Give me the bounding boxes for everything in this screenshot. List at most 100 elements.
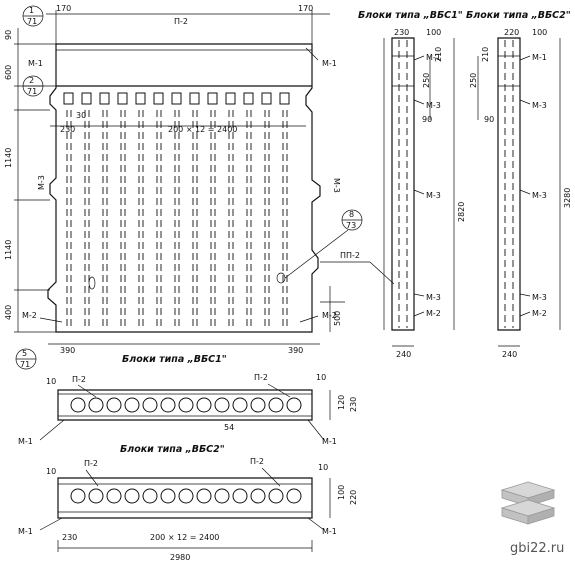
layers-icon xyxy=(500,481,556,525)
callout-2-sheet: 71 xyxy=(27,87,37,96)
dim-2980: 2980 xyxy=(170,553,190,562)
title-vbs1-section: Блоки типа „ВБС1" xyxy=(358,10,463,21)
opening xyxy=(225,92,236,105)
label-m3b: М-3 xyxy=(426,191,441,200)
dim-170-right: 170 xyxy=(298,4,313,13)
leader-m1 xyxy=(305,47,319,61)
opening xyxy=(189,92,200,105)
section-vbs1: Блоки типа „ВБС1" 230 100 210 250 90 282… xyxy=(358,10,466,359)
opening xyxy=(171,92,182,105)
leader-m2 xyxy=(39,317,63,323)
label-m2-right: М-2 xyxy=(322,311,337,320)
hole-row xyxy=(70,397,302,413)
dim-240: 240 xyxy=(396,350,411,359)
label-m1: М-1 xyxy=(426,53,441,62)
opening-row xyxy=(63,92,290,105)
dim-100: 100 xyxy=(532,28,547,37)
callout-5-num: 5 xyxy=(22,349,27,358)
label-m3-left: М-3 xyxy=(37,175,46,190)
label-m3c: М-3 xyxy=(426,293,441,302)
dim-500: 500 xyxy=(333,311,342,326)
dim-10-left: 10 xyxy=(46,467,56,476)
callout-1-sheet: 71 xyxy=(27,17,37,26)
section-vbs1-outline xyxy=(391,37,415,331)
dim-spacing: 200 × 12 = 2400 xyxy=(150,533,219,542)
label-m1-left: М-1 xyxy=(18,437,33,446)
label-m3-right: М-3 xyxy=(332,178,341,193)
callout-5-sheet: 71 xyxy=(20,360,30,369)
dim-3280: 3280 xyxy=(563,188,572,208)
dim-250: 250 xyxy=(422,73,431,88)
dim-230: 230 xyxy=(60,125,75,134)
dim-120: 120 xyxy=(337,395,346,410)
dim-390-right: 390 xyxy=(288,346,303,355)
dim-10-left: 10 xyxy=(46,377,56,386)
plan-vbs1: Блоки типа „ВБС1" 10 10 П-2 П-2 120 xyxy=(18,354,358,446)
callout-8 xyxy=(284,209,363,279)
dim-390-left: 390 xyxy=(60,346,75,355)
dim-250: 250 xyxy=(469,73,478,88)
callout-5 xyxy=(15,348,37,370)
label-m2-left: М-2 xyxy=(22,311,37,320)
dim-210: 210 xyxy=(481,47,490,62)
elevation-dimensions xyxy=(14,10,345,345)
opening xyxy=(63,92,74,105)
label-m3a: М-3 xyxy=(426,101,441,110)
opening xyxy=(207,92,218,105)
dim-2820: 2820 xyxy=(457,202,466,222)
label-pp2: ПП-2 xyxy=(340,251,360,260)
title-vbs2-section: Блоки типа „ВБС2" xyxy=(466,10,571,21)
dim-30: 30 xyxy=(76,111,86,120)
section-vbs2: Блоки типа „ВБС2" 220 100 210 250 90 328… xyxy=(466,10,572,359)
dim-220: 220 xyxy=(504,28,519,37)
callout-2 xyxy=(22,75,44,97)
dim-1140-b: 1140 xyxy=(4,240,13,260)
plan-vbs2: Блоки типа „ВБС2" 10 10 П-2 xyxy=(18,444,358,562)
label-m1: М-1 xyxy=(532,53,547,62)
elevation-outline xyxy=(47,43,321,333)
label-m2: М-2 xyxy=(532,309,547,318)
label-top-p2: П-2 xyxy=(174,17,188,26)
label-p2-right: П-2 xyxy=(250,457,264,466)
title-vbs2-plan: Блоки типа „ВБС2" xyxy=(120,444,225,455)
leader-m2 xyxy=(299,315,319,323)
dim-170-left: 170 xyxy=(56,4,71,13)
callout-8-num: 8 xyxy=(349,210,354,219)
lifting-loop xyxy=(88,276,96,290)
dim-240: 240 xyxy=(502,350,517,359)
hole-row xyxy=(70,488,302,504)
opening xyxy=(243,92,254,105)
callout-1 xyxy=(22,5,44,27)
opening xyxy=(99,92,110,105)
label-m1-left: М-1 xyxy=(18,527,33,536)
label-m1-right: М-1 xyxy=(322,437,337,446)
opening xyxy=(81,92,92,105)
lifting-loop xyxy=(276,272,286,284)
label-m3c: М-3 xyxy=(532,293,547,302)
void-channels xyxy=(66,110,288,330)
label-p2-right: П-2 xyxy=(254,373,268,382)
label-m2: М-2 xyxy=(426,309,441,318)
label-m1-left: М-1 xyxy=(28,59,43,68)
opening xyxy=(117,92,128,105)
elevation-view: 170 170 П-2 М-1 М-1 М-3 М-3 М-2 М-2 ПП-2… xyxy=(4,4,395,370)
label-m1-right: М-1 xyxy=(322,527,337,536)
dim-spacing: 200 × 12 = 2400 xyxy=(168,125,237,134)
leader-pp2 xyxy=(369,261,395,285)
dim-10-right: 10 xyxy=(316,373,326,382)
label-m1-right: М-1 xyxy=(322,59,337,68)
callout-2-num: 2 xyxy=(29,76,34,85)
section-vbs2-outline xyxy=(497,37,521,331)
dim-210: 210 xyxy=(434,47,443,62)
callout-1-num: 1 xyxy=(29,6,34,15)
callout-8-sheet: 73 xyxy=(346,221,356,230)
opening xyxy=(153,92,164,105)
opening xyxy=(135,92,146,105)
dim-230: 230 xyxy=(62,533,77,542)
dim-90: 90 xyxy=(4,30,13,40)
dim-10-right: 10 xyxy=(318,463,328,472)
plan-vbs2-outline xyxy=(57,477,313,519)
label-p2-left: П-2 xyxy=(72,375,86,384)
label-m3b: М-3 xyxy=(532,191,547,200)
